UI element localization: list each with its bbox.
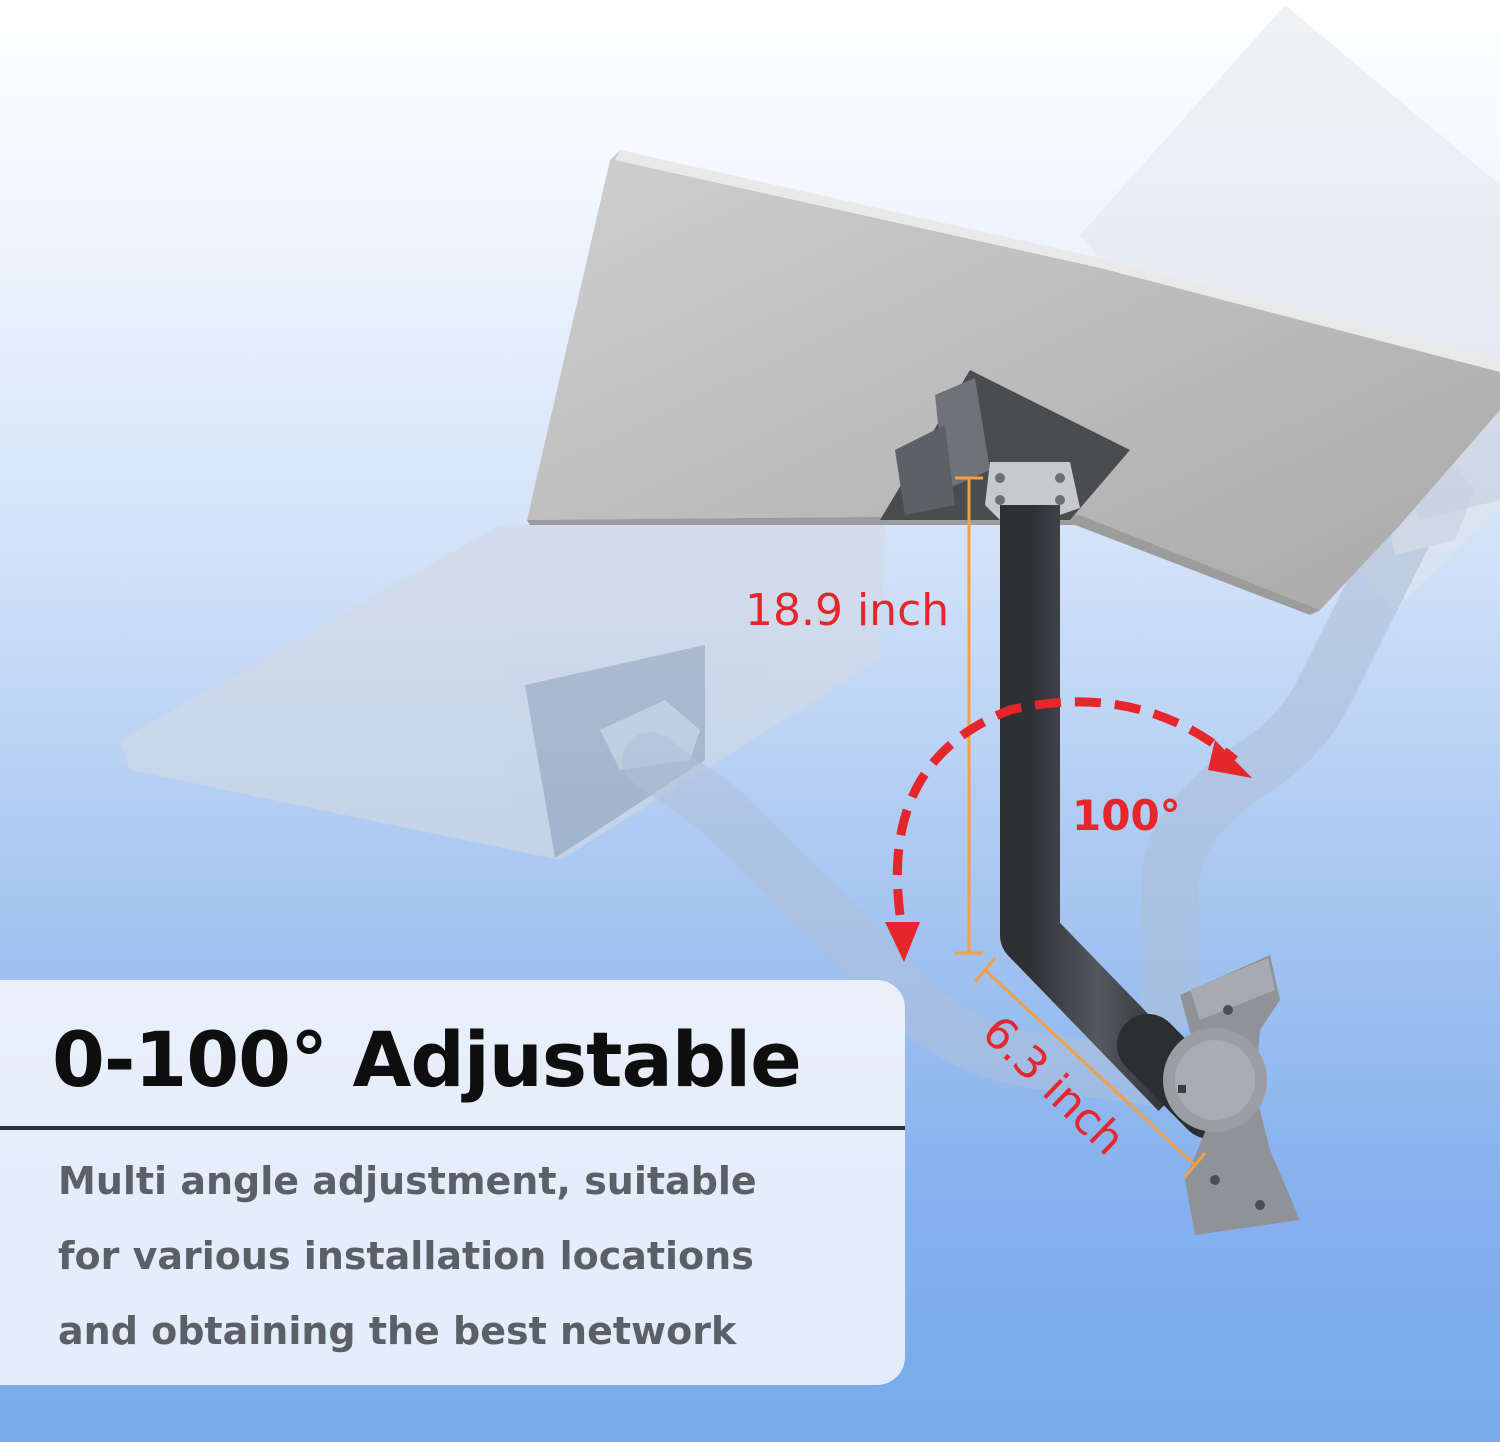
feature-description-line-3: and obtaining the best network xyxy=(58,1309,737,1353)
feature-description-line-1: Multi angle adjustment, suitable xyxy=(58,1159,757,1203)
feature-headline: 0-100° Adjustable xyxy=(52,1015,802,1104)
angle-label: 100° xyxy=(1072,791,1181,840)
feature-description-line-2: for various installation locations xyxy=(58,1234,754,1278)
wall-bracket xyxy=(1163,955,1300,1235)
dish-main xyxy=(527,150,1500,615)
feature-card xyxy=(0,980,905,1385)
rotation-arc xyxy=(892,697,1238,916)
arc-arrow-down-icon xyxy=(885,922,920,962)
height-dimension-line xyxy=(955,476,983,955)
ghost-dish-left xyxy=(120,520,885,860)
headline-divider xyxy=(0,1126,905,1130)
arc-arrow-right-icon xyxy=(1208,740,1252,778)
ghost-mast-left xyxy=(622,732,1198,1108)
height-dimension-label: 18.9 inch xyxy=(745,585,949,636)
arm-dimension-line xyxy=(973,957,1207,1178)
